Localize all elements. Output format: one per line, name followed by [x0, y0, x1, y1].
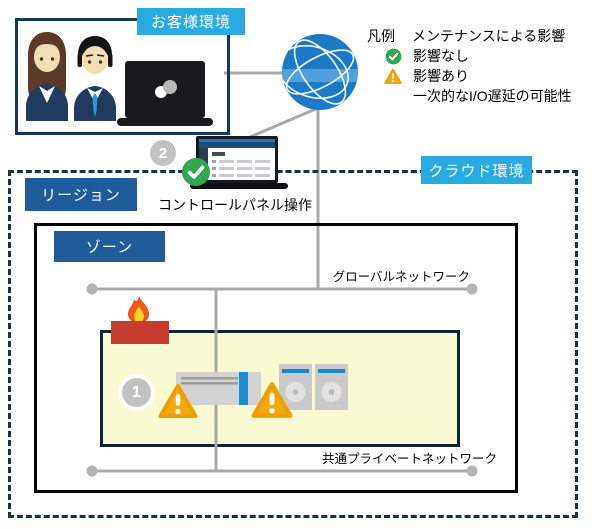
zone-box [34, 223, 518, 493]
step-1-badge: 1 [122, 378, 151, 407]
global-network-label: グローバルネットワーク [332, 270, 470, 284]
control-panel-label: コントロールパネル操作 [158, 197, 312, 213]
cloud-environment-label: クラウド環境 [421, 156, 532, 184]
cloud-environment-box [8, 170, 578, 518]
legend-title: 凡例 [367, 28, 395, 44]
zone-label: ゾーン [54, 231, 165, 262]
customer-environment-box [15, 18, 230, 135]
legend-item-impact: 影響あり [367, 66, 572, 86]
check-circle-icon [385, 48, 401, 64]
legend-label: 影響あり [413, 68, 469, 84]
legend-label: 影響なし [413, 48, 469, 64]
woman-user-icon [26, 32, 68, 121]
check-circle-icon [182, 158, 210, 186]
customer-environment-label: お客様環境 [137, 8, 245, 35]
warning-triangle-icon [251, 382, 293, 418]
server-icon [176, 372, 261, 405]
storage-icon [315, 364, 348, 410]
globe-to-control-panel-line [242, 106, 319, 142]
firewall-icon [111, 296, 169, 344]
legend-item-io-delay: 一次的なI/O遅延の可能性 [367, 86, 572, 106]
warning-triangle-icon [384, 68, 402, 84]
legend-subtitle: メンテナンスによる影響 [412, 28, 566, 44]
warning-triangle-icon [158, 384, 198, 418]
man-user-icon [74, 36, 116, 121]
legend-label: 一次的なI/O遅延の可能性 [413, 88, 572, 104]
storage-icon [279, 364, 312, 410]
legend: 凡例 メンテナンスによる影響 影響なし 影響あり [367, 26, 572, 106]
region-label: リージョン [25, 178, 137, 211]
step-2-badge: 2 [150, 140, 176, 166]
private-network-label: 共通プライベートネットワーク [322, 452, 498, 466]
customer-laptop-icon [117, 61, 213, 126]
internet-globe-icon [282, 34, 358, 110]
legend-item-no-impact: 影響なし [367, 46, 572, 66]
